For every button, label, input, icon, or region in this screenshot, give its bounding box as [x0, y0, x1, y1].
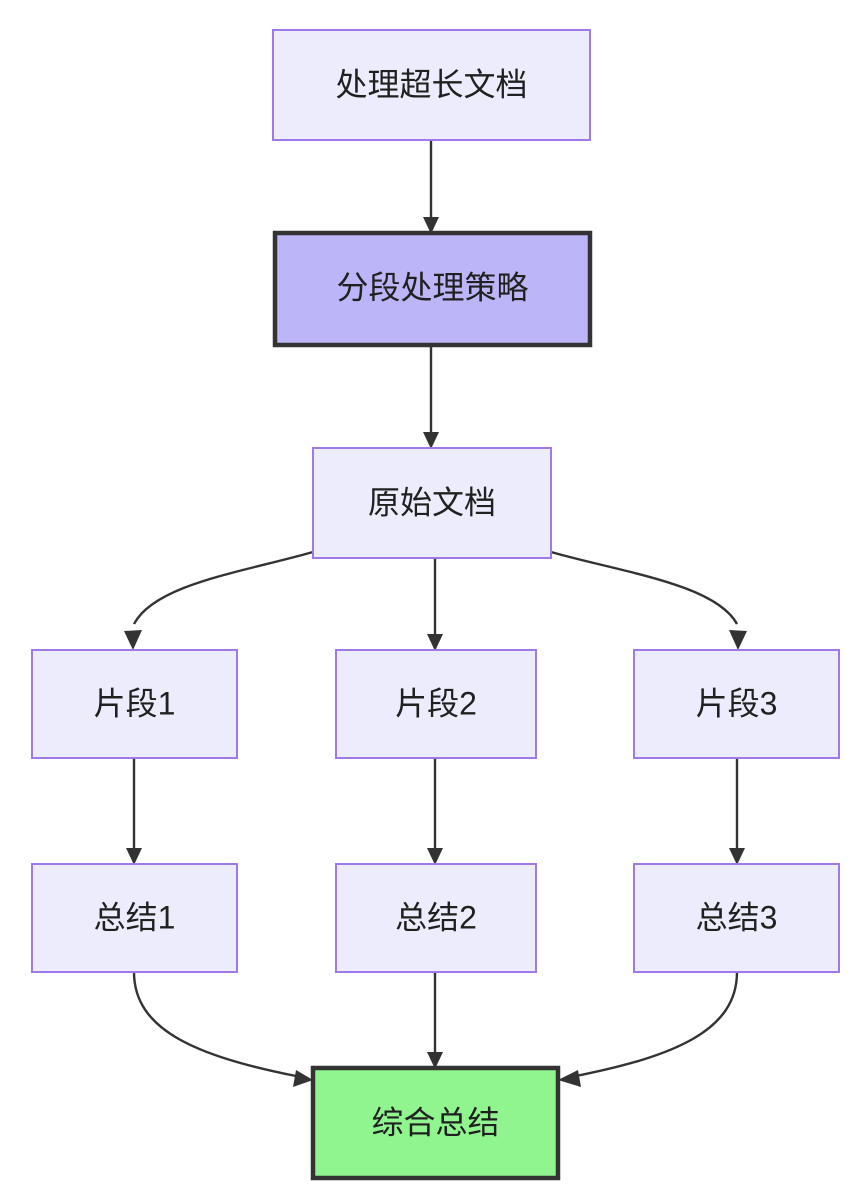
node-final-summary-box[interactable] [310, 1065, 561, 1181]
node-chunk-strategy-box[interactable] [272, 230, 593, 348]
node-fragment-3[interactable]: 片段3 [633, 649, 840, 759]
edge-source-doc-to-fragment-3 [550, 550, 747, 650]
edge-fragment-3-to-summary-3 [729, 758, 745, 865]
edge-fragment-2-to-summary-2 [427, 758, 443, 865]
edge-chunk-strategy-to-source-doc [423, 345, 439, 449]
edge-summary-3-to-final-summary [558, 971, 739, 1087]
node-process-long-doc-box[interactable] [272, 29, 591, 141]
node-final-summary-label: 综合总结 [371, 1104, 499, 1140]
node-fragment-1-box[interactable] [31, 649, 238, 759]
node-chunk-strategy-label: 分段处理策略 [336, 269, 528, 305]
edge-summary-1-to-final-summary [132, 971, 313, 1087]
edge-source-doc-to-fragment-1 [124, 550, 314, 650]
edge-source-doc-to-fragment-2 [427, 558, 443, 651]
node-process-long-doc-label: 处理超长文档 [335, 66, 527, 102]
node-summary-2-label: 总结2 [395, 899, 477, 935]
edge-summary-2-to-final-summary [427, 972, 443, 1069]
node-process-long-doc[interactable]: 处理超长文档 [272, 29, 591, 141]
node-final-summary[interactable]: 综合总结 [310, 1065, 561, 1181]
node-summary-2-box[interactable] [335, 863, 537, 973]
node-fragment-3-box[interactable] [633, 649, 840, 759]
node-source-doc[interactable]: 原始文档 [312, 447, 552, 559]
node-summary-3-box[interactable] [633, 863, 840, 973]
node-fragment-3-label: 片段3 [696, 685, 778, 721]
node-fragment-2-label: 片段2 [395, 685, 477, 721]
node-fragment-2[interactable]: 片段2 [335, 649, 537, 759]
node-fragment-1[interactable]: 片段1 [31, 649, 238, 759]
node-chunk-strategy[interactable]: 分段处理策略 [272, 230, 593, 348]
node-summary-3[interactable]: 总结3 [633, 863, 840, 973]
node-layer: 处理超长文档 分段处理策略 原始文档 片段1 片段2 片段3 [31, 29, 840, 1181]
edge-fragment-1-to-summary-1 [126, 758, 142, 865]
node-summary-1-box[interactable] [31, 863, 238, 973]
edge-process-long-doc-to-chunk-strategy [423, 140, 439, 234]
node-summary-2[interactable]: 总结2 [335, 863, 537, 973]
node-summary-1-label: 总结1 [94, 899, 176, 935]
node-source-doc-label: 原始文档 [368, 484, 496, 520]
node-summary-3-label: 总结3 [696, 899, 778, 935]
edge-layer [124, 140, 747, 1087]
node-fragment-2-box[interactable] [335, 649, 537, 759]
node-fragment-1-label: 片段1 [94, 685, 176, 721]
node-source-doc-box[interactable] [312, 447, 552, 559]
node-summary-1[interactable]: 总结1 [31, 863, 238, 973]
